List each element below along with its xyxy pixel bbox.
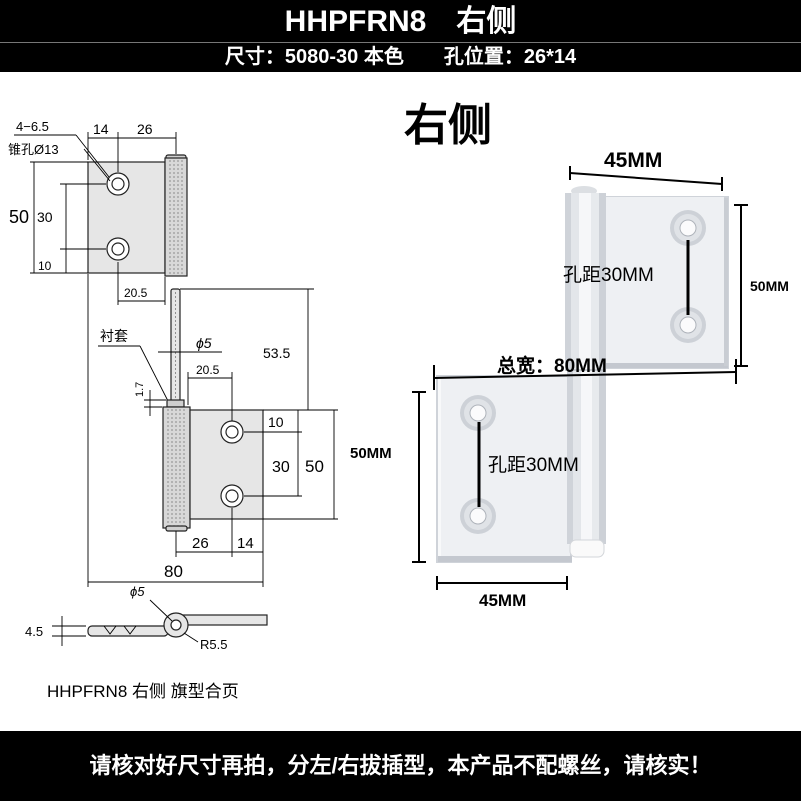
upper-barrel xyxy=(565,186,606,371)
countersink-profile xyxy=(103,625,117,635)
upper-leaf xyxy=(598,196,729,369)
countersunk-hole xyxy=(460,498,496,534)
hole-circle xyxy=(225,425,239,439)
header-banner: HHPFRN8 右侧 尺寸：5080-30 本色 孔位置：26*14 xyxy=(0,0,801,72)
total-width-label: 总宽：80MM xyxy=(497,354,607,377)
dim-bottom-pin-to-hole: 26 xyxy=(192,535,209,552)
dim-top-offset: 20.5 xyxy=(124,286,148,300)
bushing-label: 衬套 xyxy=(100,328,128,344)
bottom-leaf-knuckle xyxy=(162,406,191,529)
upper-leaf-bottom-bevel xyxy=(600,363,728,368)
upper-leaf-right-bevel xyxy=(724,198,728,366)
leader-line xyxy=(149,599,173,622)
dim-top-height: 50 xyxy=(9,207,29,227)
bottom-bushing xyxy=(569,539,605,558)
purchase-notice: 请核对好尺寸再拍，分左/右拔插型，本产品不配螺丝，请核实！ xyxy=(89,753,712,778)
dim-side-diameter: ϕ5 xyxy=(130,584,145,599)
side-view-drawing: ϕ5 4.5 R5.5 xyxy=(25,584,268,652)
through-hole xyxy=(679,316,697,334)
side-label: 右侧 xyxy=(404,101,492,150)
drawing-caption: HHPFRN8 右侧 旗型合页 xyxy=(47,682,239,701)
leader-line xyxy=(75,134,110,178)
side-view-pin xyxy=(170,619,182,631)
dim-bottom-height: 50 xyxy=(305,457,324,476)
hole-circle xyxy=(111,177,125,191)
barrel-shade xyxy=(591,193,599,370)
barrel-shade xyxy=(599,193,606,370)
total-width-line xyxy=(433,371,737,379)
dim-top-hole-x: 14 xyxy=(93,121,109,137)
leader-line xyxy=(139,345,169,402)
barrel-shade xyxy=(567,370,573,544)
hole-spec-label: 4−6.5 xyxy=(16,119,49,134)
pin-drawing: 53.5 ϕ5 衬套 1.7 xyxy=(98,288,314,416)
lower-barrel xyxy=(567,370,606,558)
countersunk-hole xyxy=(670,210,706,246)
lower-height-label: 50MM xyxy=(350,445,392,462)
top-leaf-knuckle xyxy=(164,157,188,277)
lower-width-label: 45MM xyxy=(479,591,526,610)
through-hole xyxy=(469,507,487,525)
leader-line xyxy=(83,148,111,182)
hole-circle xyxy=(225,489,239,503)
barrel-shade xyxy=(599,370,606,544)
upper-height-label: 50MM xyxy=(750,278,789,294)
lower-leaf-highlight xyxy=(438,377,441,556)
through-hole xyxy=(679,219,697,237)
product-title: HHPFRN8 右侧 xyxy=(284,5,517,38)
hinge-render xyxy=(436,186,729,563)
lower-leaf-face xyxy=(438,377,570,556)
hole-circle xyxy=(111,242,125,256)
lower-leaf-bottom-bevel xyxy=(438,556,572,562)
dim-top-edge: 10 xyxy=(38,259,52,273)
leader-line xyxy=(183,632,199,643)
lower-pitch-label: 孔距30MM xyxy=(488,454,579,476)
dim-top-pitch: 30 xyxy=(37,209,53,225)
countersunk-hole xyxy=(670,307,706,343)
dim-bottom-pitch: 30 xyxy=(272,459,290,476)
dim-side-thickness: 4.5 xyxy=(25,624,43,639)
countersink-profile xyxy=(123,625,137,635)
product-spec: 尺寸：5080-30 本色 孔位置：26*14 xyxy=(224,46,577,68)
barrel-shade xyxy=(573,370,581,544)
dim-bottom-edge: 10 xyxy=(268,414,284,430)
barrel-shade xyxy=(592,370,599,544)
bottom-leaf-drawing xyxy=(162,406,264,532)
upper-width-label: 45MM xyxy=(604,149,662,172)
bushing xyxy=(166,399,185,408)
countersunk-hole xyxy=(460,395,496,431)
barrel-shade xyxy=(581,370,592,544)
lower-leaf xyxy=(436,375,572,563)
barrel-shade xyxy=(565,193,571,370)
dim-pin-length: 53.5 xyxy=(263,345,290,361)
render-annotations: 45MM 50MM 孔距30MM 总宽：80MM 50MM 孔距30MM 45M… xyxy=(350,149,789,610)
dim-top-hole-to-pin: 26 xyxy=(137,121,153,137)
bottom-leaf-dimensions: 20.5 10 30 50 26 14 80 xyxy=(87,274,338,587)
through-hole xyxy=(469,404,487,422)
dim-bottom-offset: 20.5 xyxy=(196,363,220,377)
dim-side-radius: R5.5 xyxy=(200,637,227,652)
barrel-shade xyxy=(571,193,579,370)
technical-drawing: 14 26 4−6.5 锥孔Ø13 50 30 10 20.5 xyxy=(8,119,338,701)
countersink-label: 锥孔Ø13 xyxy=(8,142,59,157)
dim-bottom-hole-x: 14 xyxy=(237,535,254,552)
upper-pitch-label: 孔距30MM xyxy=(563,264,654,286)
upper-width-line xyxy=(569,172,723,185)
barrel-shade xyxy=(579,193,591,370)
side-view-right-leaf xyxy=(181,614,268,626)
header-divider xyxy=(0,42,801,43)
top-leaf-dimensions: 14 26 4−6.5 锥孔Ø13 50 30 10 20.5 xyxy=(8,119,177,305)
dim-bushing-height: 1.7 xyxy=(134,382,146,397)
dim-total-width: 80 xyxy=(164,562,183,581)
top-leaf-drawing xyxy=(87,154,188,277)
bottom-leaf-knuckle-cap xyxy=(165,525,188,532)
dim-pin-diameter: ϕ5 xyxy=(196,335,212,351)
footer-banner: 请核对好尺寸再拍，分左/右拔插型，本产品不配螺丝，请核实！ xyxy=(0,731,801,801)
